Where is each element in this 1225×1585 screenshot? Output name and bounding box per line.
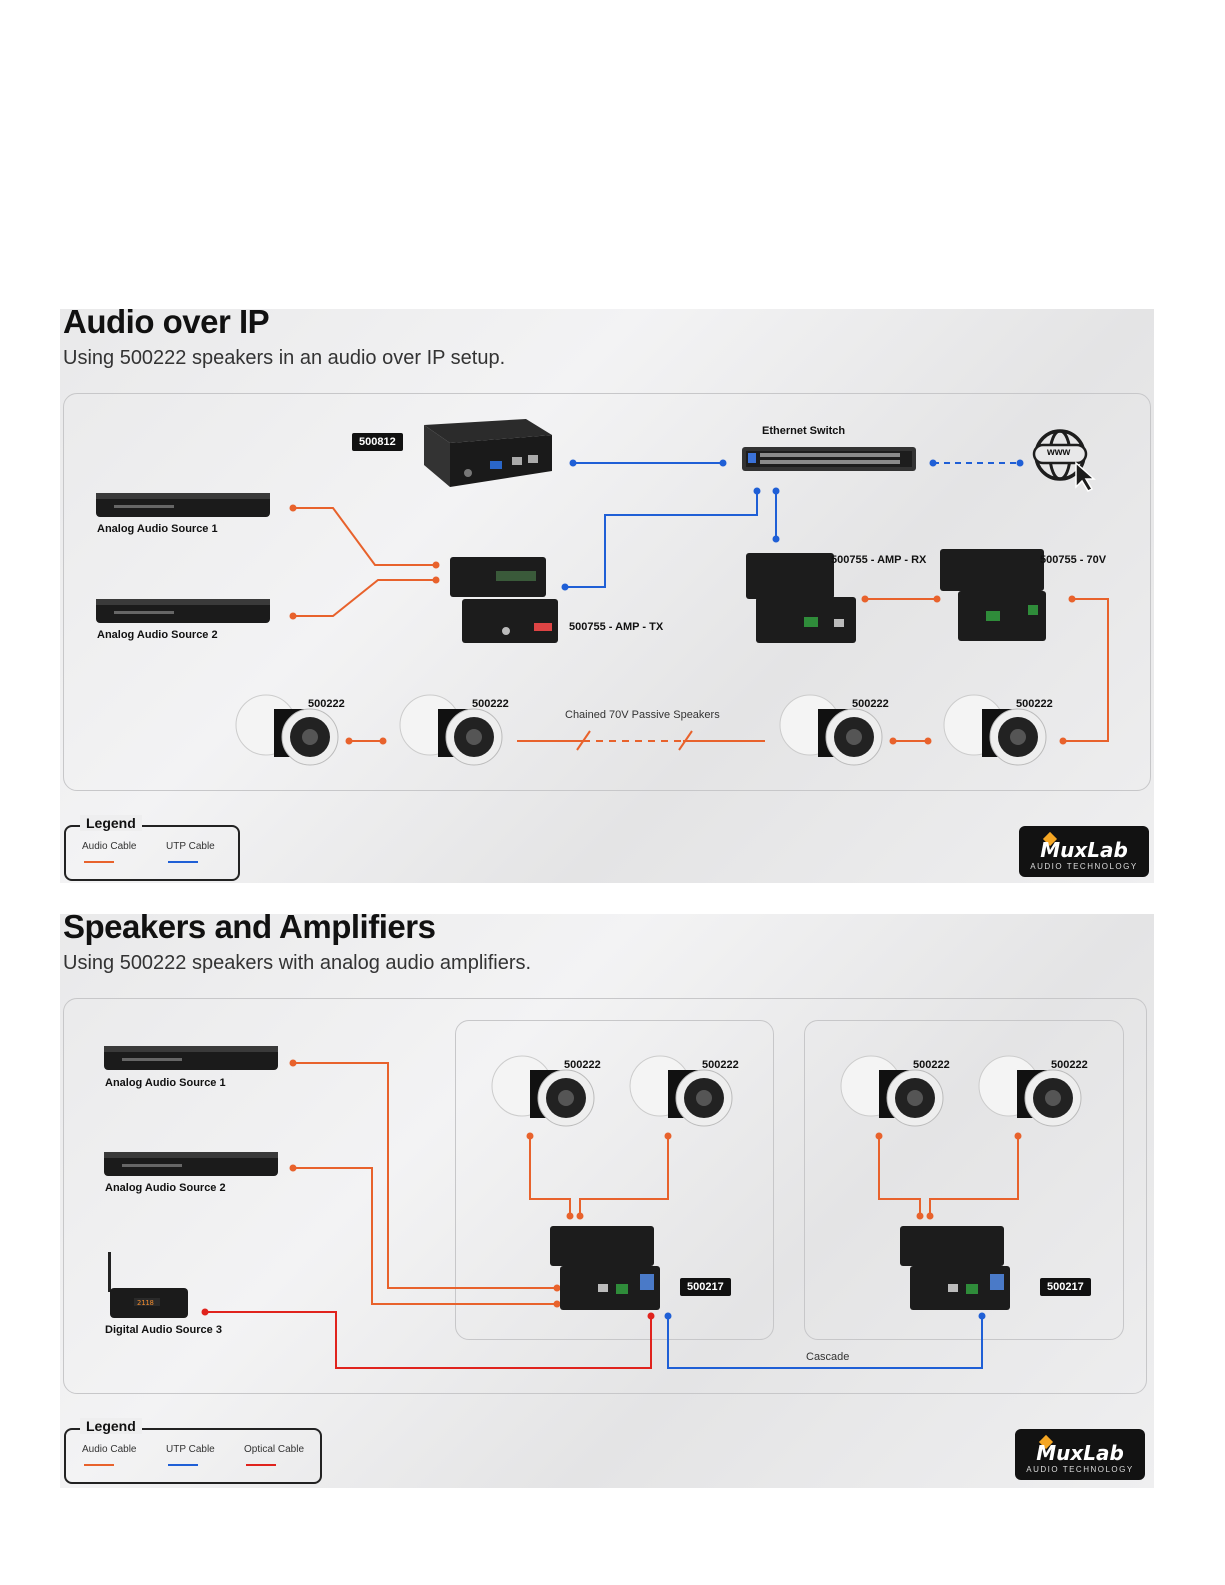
speaker-500222-1 [235, 694, 339, 766]
zone-frame-1 [455, 1020, 774, 1340]
panel-subtitle: Using 500222 speakers in an audio over I… [63, 347, 506, 369]
audio-cable-src1-tx [293, 507, 436, 566]
legend-utp-line [168, 1464, 198, 1466]
speaker-500222-4 [943, 694, 1047, 766]
label-amp-500217-2: 500217 [1040, 1278, 1091, 1296]
amplifier-500217-2 [900, 1226, 1010, 1310]
svg-text:2118: 2118 [137, 1299, 154, 1307]
label-speaker-3: 500222 [852, 698, 889, 710]
legend-audio-cable: Audio Cable [82, 1444, 137, 1455]
label-ethernet-switch: Ethernet Switch [762, 425, 846, 437]
audio-cable-src1-amp1 [293, 1062, 557, 1289]
legend-title: Legend [80, 815, 142, 831]
label-speaker-4: 500222 [1051, 1059, 1088, 1071]
amp-70v-device [940, 549, 1046, 641]
label-amp-500217-1: 500217 [680, 1278, 731, 1296]
logo-brand: MuxLab [1036, 1441, 1124, 1465]
legend-audio-line [84, 1464, 114, 1466]
ethernet-switch-device [742, 447, 916, 471]
legend-title: Legend [80, 1418, 142, 1434]
analog-source-2-device [96, 599, 270, 623]
speaker-500222-1 [491, 1055, 595, 1127]
muxlab-logo: MuxLab AUDIO TECHNOLOGY [1015, 1429, 1145, 1480]
speakers-amplifiers-panel: Speakers and Amplifiers Using 500222 spe… [60, 914, 1154, 1488]
label-amp-tx: 500755 - AMP - TX [569, 621, 664, 633]
optical-cable-src3-amp1 [205, 1311, 652, 1369]
analog-source-2-device [104, 1152, 278, 1176]
diagram-frame [63, 998, 1147, 1394]
amplifier-500217-1 [550, 1226, 660, 1310]
internet-globe-icon [1032, 429, 1096, 492]
legend-box: Legend Audio Cable UTP Cable Optical Cab… [64, 1418, 322, 1484]
label-analog-audio-source-2: Analog Audio Source 2 [105, 1182, 226, 1194]
speaker-500222-2 [399, 694, 503, 766]
audio-cable-src2-tx [293, 579, 436, 617]
legend-audio-cable: Audio Cable [82, 841, 137, 852]
logo-subtitle: AUDIO TECHNOLOGY [1026, 1465, 1134, 1474]
legend-utp-cable: UTP Cable [166, 841, 215, 852]
label-amp-rx: 500755 - AMP - RX [831, 554, 927, 566]
label-speaker-2: 500222 [472, 698, 509, 710]
logo-brand: MuxLab [1040, 838, 1128, 862]
label-speaker-3: 500222 [913, 1059, 950, 1071]
legend-utp-line [168, 861, 198, 863]
muxlab-logo: MuxLab AUDIO TECHNOLOGY [1019, 826, 1149, 877]
audio-cable-70v-speaker [1063, 598, 1109, 742]
utp-cable-tx-switch [565, 491, 758, 588]
label-analog-audio-source-1: Analog Audio Source 1 [105, 1077, 226, 1089]
speaker-500222-4 [978, 1055, 1082, 1127]
analog-source-1-device [96, 493, 270, 517]
label-analog-audio-source-2: Analog Audio Source 2 [97, 629, 218, 641]
diagram-frame [63, 393, 1151, 791]
label-cascade: Cascade [806, 1351, 850, 1363]
utp-cascade-cable [667, 1316, 983, 1369]
speaker-500222-3 [840, 1055, 944, 1127]
legend-box: Legend Audio Cable UTP Cable [64, 815, 240, 881]
zone-frame-2 [804, 1020, 1124, 1340]
legend-optical-line [246, 1464, 276, 1466]
legend-audio-line [84, 861, 114, 863]
speaker-500222-2 [629, 1055, 733, 1127]
cable-layer [201, 1059, 1022, 1369]
label-analog-audio-source-1: Analog Audio Source 1 [97, 523, 218, 535]
audio-processor-device [424, 419, 552, 487]
panel-title: Audio over IP [63, 309, 270, 340]
label-speaker-1: 500222 [308, 698, 345, 710]
speaker-500222-3 [779, 694, 883, 766]
panel-subtitle: Using 500222 speakers with analog audio … [63, 952, 532, 974]
label-digital-audio-source-3: Digital Audio Source 3 [105, 1324, 222, 1336]
legend-optical-cable: Optical Cable [244, 1444, 305, 1455]
panel-title: Speakers and Amplifiers [63, 914, 436, 945]
digital-source-3-device: 2118 [108, 1252, 188, 1318]
audio-cable-src2-amp1 [293, 1167, 557, 1305]
cable-layer [289, 459, 1109, 751]
www-label: www [1047, 447, 1071, 458]
label-500812: 500812 [352, 433, 403, 451]
label-speaker-2: 500222 [702, 1059, 739, 1071]
amp-rx-device [746, 553, 856, 643]
analog-source-1-device [104, 1046, 278, 1070]
label-speaker-4: 500222 [1016, 698, 1053, 710]
label-speaker-1: 500222 [564, 1059, 601, 1071]
legend-utp-cable: UTP Cable [166, 1444, 215, 1455]
audio-over-ip-panel: Audio over IP Using 500222 speakers in a… [60, 309, 1154, 883]
amp-tx-device [450, 557, 558, 643]
logo-subtitle: AUDIO TECHNOLOGY [1030, 862, 1138, 871]
label-amp-70v: 500755 - 70V [1040, 554, 1107, 566]
label-chained-speakers: Chained 70V Passive Speakers [565, 709, 720, 721]
